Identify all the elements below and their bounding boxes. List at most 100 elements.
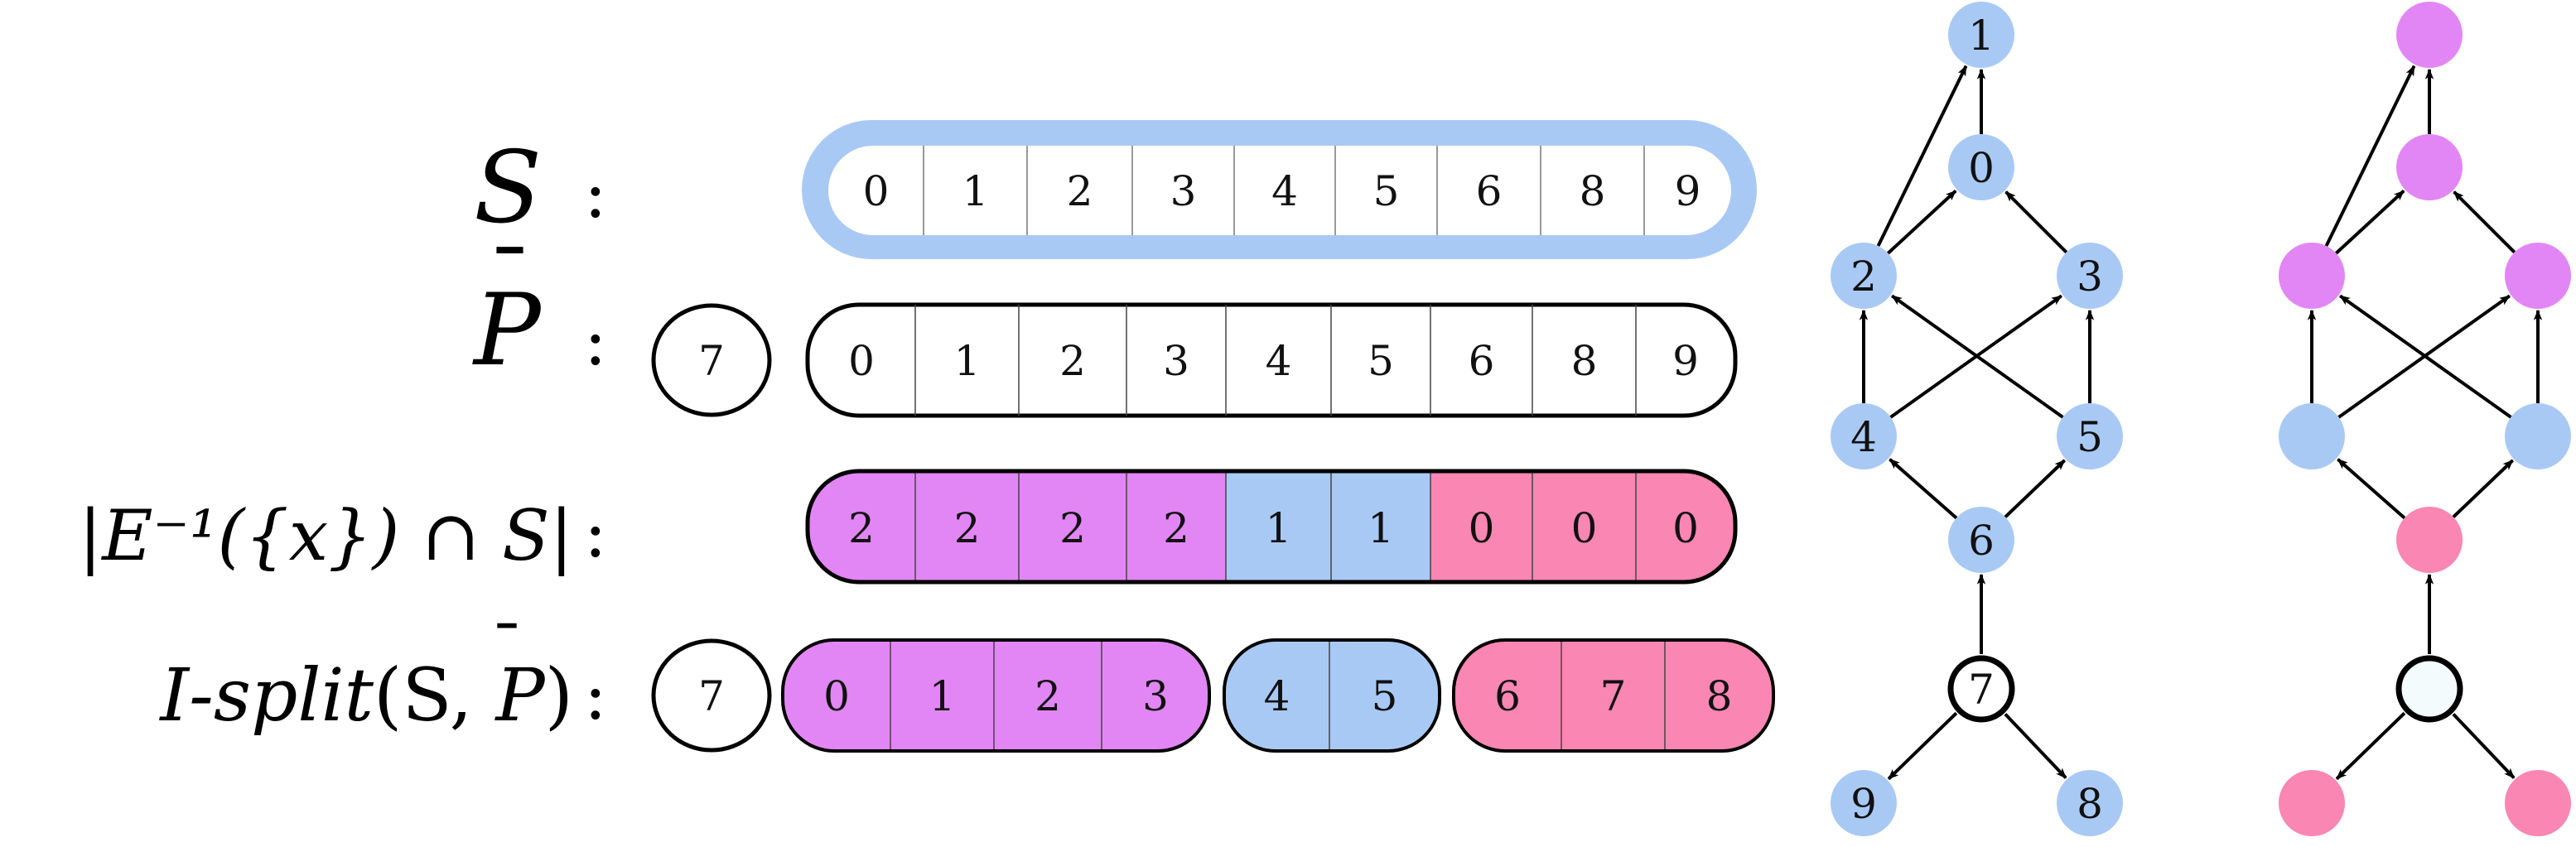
- graph-right: [2279, 2, 2571, 836]
- split-cell: 8: [1706, 672, 1733, 720]
- row-P-box: [805, 302, 1738, 418]
- graph-left-node-4: [1831, 403, 1897, 469]
- graph-right-node-9: [2279, 770, 2345, 836]
- graph-right-edge-6-4: [2337, 458, 2406, 520]
- graph-right-node-3: [2505, 243, 2571, 309]
- graph-right-node-7: [2395, 655, 2463, 723]
- row-S-cell: 2: [1067, 167, 1093, 215]
- split-group-outline: [1223, 638, 1441, 753]
- row-S-cell: 4: [1271, 167, 1298, 215]
- row-count-cell: 2: [848, 504, 875, 552]
- colon-split: :: [584, 657, 607, 735]
- row-P-pivot-circle: [651, 303, 772, 417]
- split-group-outline: [781, 638, 1211, 753]
- graph-left-node-6: [1948, 507, 2014, 573]
- graph-left-node-label-8: 8: [2077, 780, 2103, 828]
- graph-right-edge-7-8: [2452, 713, 2516, 779]
- split-cell: 2: [1035, 672, 1061, 720]
- row-P-cell: 2: [1059, 337, 1086, 385]
- row-P-cell: 3: [1163, 337, 1189, 385]
- split-group-outline: [1452, 638, 1775, 753]
- label-split-prefix: I-split: [158, 652, 374, 738]
- graph-right-node-5: [2505, 403, 2571, 469]
- row-count-cell: 2: [1059, 504, 1086, 552]
- split-cell: 7: [1600, 672, 1627, 720]
- label-split-open: (S,: [374, 652, 495, 738]
- colon-S: :: [584, 155, 607, 233]
- graph-left-edge-6-5: [2004, 459, 2066, 518]
- graph-right-node-4: [2279, 403, 2345, 469]
- split-group-bg: [1224, 640, 1440, 751]
- graph-left-node-0: [1948, 134, 2014, 200]
- row-S-cell: 9: [1675, 167, 1701, 215]
- row-count-cell: 1: [1266, 504, 1292, 552]
- colon-count: :: [584, 494, 607, 573]
- row-count-cell-bg: [1636, 471, 1735, 582]
- graph-left-node-label-0: 0: [1968, 144, 1995, 192]
- graph-left-node-label-6: 6: [1968, 517, 1995, 565]
- row-count-cell: 0: [1571, 504, 1598, 552]
- row-count-cell: 2: [1163, 504, 1189, 552]
- colon-P: :: [584, 302, 607, 381]
- graph-left-edge-2-0: [1887, 190, 1957, 255]
- split-cell: 1: [929, 672, 956, 720]
- graph-left-node-8: [2057, 770, 2123, 836]
- row-P-cell: 9: [1672, 337, 1699, 385]
- row-S-cell: 3: [1170, 167, 1197, 215]
- split-cell: 4: [1264, 672, 1290, 720]
- row-P-pivot-label: 7: [698, 337, 725, 385]
- label-split: I-split(S, P): [158, 652, 573, 738]
- row-count-cell: 2: [954, 504, 981, 552]
- graph-right-edge-7-9: [2335, 711, 2406, 781]
- label-split-close: ): [545, 652, 573, 738]
- row-P-cell: 1: [954, 337, 981, 385]
- graph-left-node-label-4: 4: [1850, 413, 1877, 461]
- row-count-box: [805, 469, 1738, 585]
- label-split-bar: ¯: [490, 611, 523, 688]
- graph-right-node-2: [2279, 243, 2345, 309]
- graph-right-node-1: [2396, 2, 2463, 68]
- graph-left-node-label-2: 2: [1850, 253, 1877, 301]
- row-count-cell: 0: [1672, 504, 1699, 552]
- graph-left-node-7: [1947, 655, 2015, 723]
- graph-left-node-2: [1831, 243, 1897, 309]
- graph-left-edge-2-1: [1876, 65, 1968, 247]
- row-count-cell-bg: [1532, 471, 1636, 582]
- row-P-cell: 0: [848, 337, 875, 385]
- row-S-cell: 1: [962, 167, 989, 215]
- graph-left-node-label-1: 1: [1968, 12, 1995, 60]
- row-count-cell-bg: [1331, 471, 1430, 582]
- graph-right-edge-2-0: [2335, 190, 2405, 255]
- split-cell: 3: [1142, 672, 1169, 720]
- graph-right-edge-4-3: [2337, 294, 2511, 419]
- graph-right-node-6: [2396, 507, 2463, 573]
- row-count-cell-bg: [1019, 471, 1126, 582]
- row-count-cell-bg: [1430, 471, 1532, 582]
- graph-left-node-9: [1831, 770, 1897, 836]
- row-labels: S : ¯ P : |E⁻¹({x}) ∩ S| : I-split(S, P)…: [79, 131, 607, 738]
- row-P-cell: 8: [1571, 337, 1598, 385]
- label-P: P: [472, 273, 543, 388]
- label-count: |E⁻¹({x}) ∩ S|: [79, 495, 573, 576]
- row-S-cell: 8: [1580, 167, 1606, 215]
- row-S-cell: 6: [1476, 167, 1503, 215]
- graph-left-node-label-5: 5: [2077, 413, 2103, 461]
- graph-left-edge-7-9: [1887, 711, 1958, 781]
- label-S: S: [474, 131, 542, 246]
- graph-right-edge-6-5: [2452, 459, 2514, 518]
- graph-left-edge-3-0: [2004, 190, 2068, 254]
- graph-right-edge-2-1: [2324, 65, 2416, 247]
- row-P-cell: 5: [1368, 337, 1394, 385]
- graph-left-node-1: [1948, 2, 2014, 68]
- label-split-p: P: [494, 652, 546, 738]
- graph-right-node-8: [2505, 770, 2571, 836]
- row-count-cell: 0: [1469, 504, 1495, 552]
